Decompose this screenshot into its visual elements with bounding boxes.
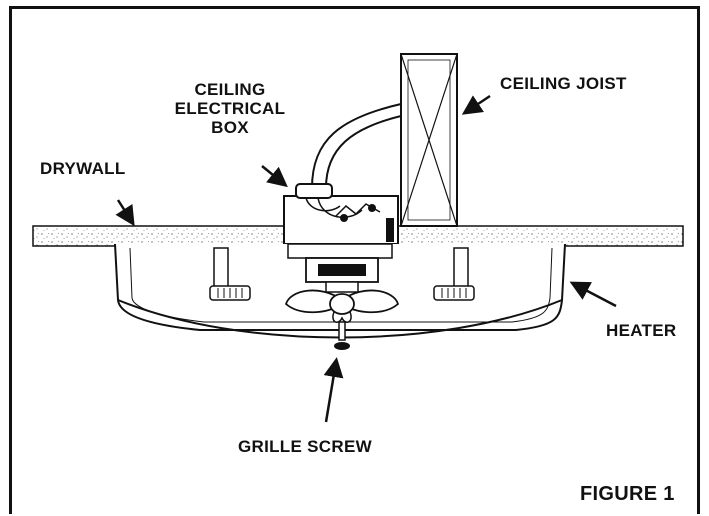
leader-arrows [115,94,617,423]
right-mounting-bracket [433,247,475,301]
left-mounting-bracket [209,247,251,301]
arrow-heater [569,281,617,308]
electrical-cable [311,103,402,189]
figure-frame [9,6,700,514]
arrow-drywall [115,199,135,227]
label-heater: HEATER [606,321,677,340]
grille-screw [334,321,350,350]
motor-assembly [287,243,393,293]
fan-blades [284,289,400,323]
ceiling-electrical-box [283,183,399,245]
arrow-ceiling-electrical-box [261,165,288,188]
label-ceiling-electrical-box: CEILING ELECTRICAL BOX [174,80,286,138]
label-ceiling-joist: CEILING JOIST [500,74,627,93]
arrow-ceiling-joist [461,94,491,115]
arrow-grille-screw [323,357,344,423]
label-grille-screw: GRILLE SCREW [238,437,372,456]
ceiling-joist [400,53,458,227]
figure-label: FIGURE 1 [580,483,675,505]
label-drywall: DRYWALL [40,159,126,178]
